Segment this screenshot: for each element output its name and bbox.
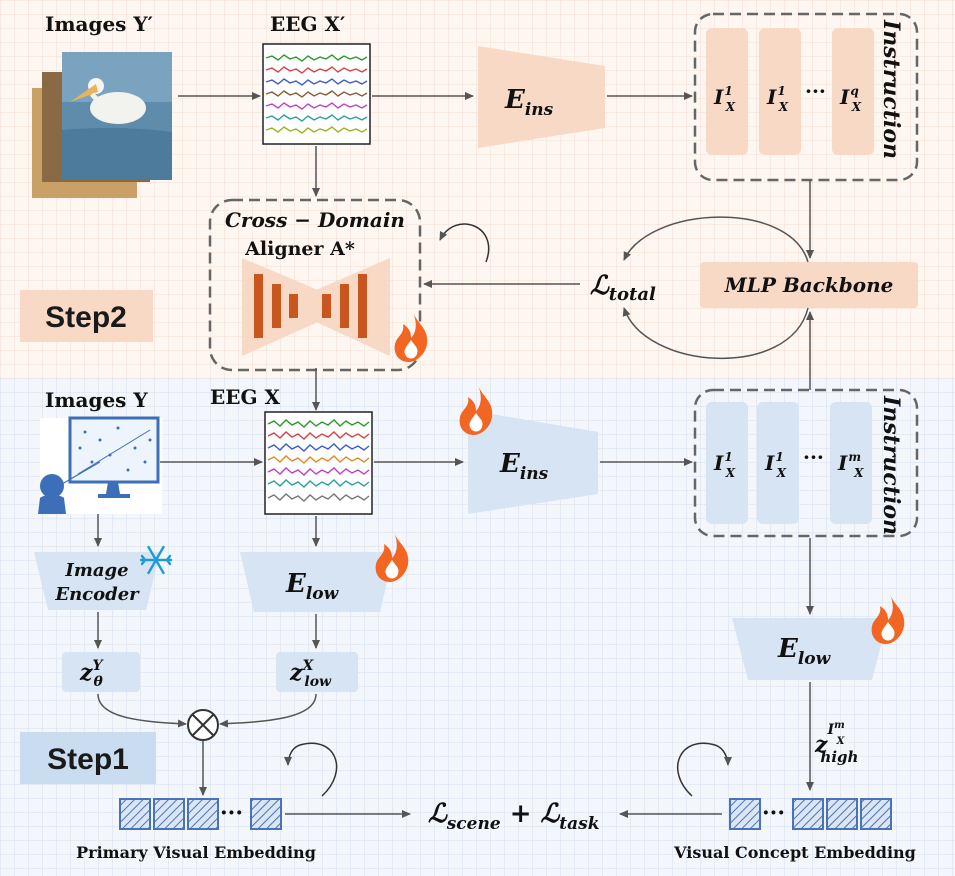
loss-total-loop-bottom (622, 307, 809, 360)
token-bottom-dots: ··· (803, 445, 824, 469)
instruction-bottom-label: Instruction (878, 395, 904, 535)
flame-icon-elow-right (871, 594, 905, 644)
image-encoder-label-2: Encoder (54, 584, 140, 605)
instruction-box-bottom (693, 388, 919, 538)
step1-label: Step1 (47, 743, 129, 776)
arrow-ztheta-to-fusion (97, 693, 187, 728)
concept-loop-arrow (676, 742, 732, 797)
encoder-ins-bottom-label: Eins (499, 449, 549, 484)
image-encoder-label-1: Image (64, 560, 128, 581)
encoder-low-right (732, 618, 888, 680)
arrow-zlow-to-fusion (219, 693, 317, 728)
flame-icon-eins (459, 385, 493, 435)
aligner-network (242, 258, 390, 356)
encoder-ins-top-label: Eins (504, 85, 554, 120)
pelican-image-stack (32, 52, 172, 198)
primary-loop-arrow (284, 742, 338, 797)
z-theta-box (62, 652, 140, 692)
eeg-prime-signal (262, 43, 371, 145)
subject-viewing-screen (38, 416, 162, 514)
token-top-dots: ··· (805, 79, 826, 103)
primary-ellipsis: ··· (220, 800, 243, 826)
visual-concept-embedding-label: Visual Concept Embedding (673, 843, 916, 862)
concept-ellipsis: ··· (762, 800, 785, 826)
instruction-token-top-1 (706, 28, 748, 155)
eeg-prime-label: EEG X′ (270, 12, 345, 36)
step2-label: Step2 (45, 301, 127, 334)
encoder-low-right-label: Elow (777, 634, 832, 669)
instruction-token-bottom-1 (706, 402, 748, 524)
loss-total-label: ℒtotal (590, 271, 656, 305)
images-label: Images Y (45, 388, 148, 412)
instruction-token-top-2 (759, 28, 801, 155)
image-encoder-box (34, 552, 160, 610)
snowflake-icon (139, 545, 173, 575)
encoder-low-left (240, 552, 394, 612)
mlp-backbone-label: MLP Backbone (724, 273, 894, 297)
instruction-token-bottom-3 (830, 402, 872, 524)
eeg-signal (264, 411, 373, 515)
step1-badge (20, 732, 156, 784)
encoder-ins-bottom (468, 410, 598, 514)
instruction-token-top-3 (832, 28, 874, 155)
mlp-backbone-box (700, 262, 918, 308)
loss-total-loop-top (623, 216, 809, 263)
aligner-subtitle: Aligner A* (244, 238, 355, 260)
eeg-label: EEG X (210, 385, 281, 409)
aligner-title: Cross − Domain (225, 208, 405, 232)
primary-visual-embedding-tokens (119, 798, 282, 830)
aligner-box (208, 198, 422, 372)
flame-icon-aligner (394, 312, 428, 362)
encoder-ins-top (478, 46, 605, 148)
images-prime-label: Images Y′ (45, 12, 153, 36)
instruction-top-label: Instruction (878, 19, 904, 159)
fusion-operator (187, 709, 219, 741)
primary-visual-embedding-label: Primary Visual Embedding (76, 843, 316, 862)
encoder-low-left-label: Elow (285, 569, 340, 604)
step2-badge (20, 290, 153, 342)
instruction-box-top (693, 12, 919, 182)
instruction-token-bottom-2 (757, 402, 799, 524)
flame-icon-elow-left (375, 532, 409, 582)
visual-concept-embedding-tokens (729, 798, 892, 830)
aligner-loop-arrow (439, 223, 490, 263)
loss-scene-task-label: ℒscene + ℒtask (428, 799, 600, 834)
z-low-box (276, 652, 358, 692)
